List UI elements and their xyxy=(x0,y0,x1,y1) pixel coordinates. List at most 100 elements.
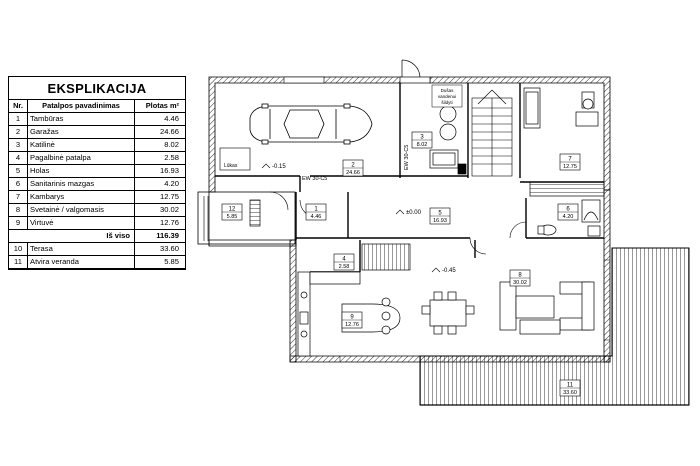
room7-furniture xyxy=(523,87,605,197)
room-number: 2 xyxy=(351,163,355,169)
room-labels: 224.6638.02712.75125.8514.46516.9364.204… xyxy=(221,131,581,397)
row-no: 9 xyxy=(9,216,28,230)
room-label-6: 64.20 xyxy=(557,203,579,221)
staircase xyxy=(471,89,513,177)
veranda-bench xyxy=(249,199,261,227)
hall-closet-shelving xyxy=(361,243,411,271)
header-area: Plotas m² xyxy=(134,100,185,113)
room-label-3: 38.02 xyxy=(411,131,433,149)
row-name: Tambūras xyxy=(27,112,135,126)
entrance-door xyxy=(399,59,431,84)
row-name: Katilinė xyxy=(27,138,135,152)
room-label-4: 42.58 xyxy=(333,253,355,271)
row-area: 8.02 xyxy=(134,138,185,152)
row-name: Garažas xyxy=(27,125,135,139)
row-no: 4 xyxy=(9,151,28,165)
level-living: -0.45 xyxy=(442,268,456,274)
level-marker-garage: -0.15 xyxy=(261,163,286,170)
room-label-5: 516.93 xyxy=(429,207,451,225)
sanitary-fixtures xyxy=(537,199,601,237)
header-no: Nr. xyxy=(9,100,28,113)
total-label: Iš viso xyxy=(9,229,135,243)
explication-table: EKSPLIKACIJA Nr. Patalpos pavadinimas Pl… xyxy=(8,76,186,270)
room-area: 4.46 xyxy=(311,214,322,220)
shower-tag-line3: šildyti xyxy=(441,100,452,105)
level-hall: ±0.00 xyxy=(406,210,422,216)
row-area: 12.75 xyxy=(134,190,185,204)
row-name: Holas xyxy=(27,164,135,178)
room-label-1: 14.46 xyxy=(305,203,327,221)
room-number: 11 xyxy=(567,383,574,389)
veranda-area xyxy=(197,191,296,245)
row-no: 1 xyxy=(9,112,28,126)
row-area: 4.46 xyxy=(134,112,185,126)
garage-tag: Lūkas xyxy=(224,163,238,169)
row-area: 12.76 xyxy=(134,216,185,230)
vent-tag-1: EW 30-C5 xyxy=(302,176,327,182)
row-name: Terasa xyxy=(27,242,135,256)
room-area: 5.85 xyxy=(227,214,238,220)
row-no: 3 xyxy=(9,138,28,152)
room-label-8: 830.02 xyxy=(509,269,531,287)
level-marker-hall: ±0.00 xyxy=(395,209,422,216)
row-area: 24.66 xyxy=(134,125,185,139)
car-icon xyxy=(249,103,373,145)
room-area: 12.75 xyxy=(563,164,577,170)
explication-header-row: Nr. Patalpos pavadinimas Plotas m² xyxy=(9,100,185,113)
room-area: 33.60 xyxy=(563,390,577,396)
room-number: 1 xyxy=(314,207,318,213)
dining-table xyxy=(421,291,475,335)
shower-heater-tag: Dušas vandenui šildyti xyxy=(431,84,463,108)
row-area: 2.58 xyxy=(134,151,185,165)
vent-tag-2: EW 30-C5 xyxy=(404,145,410,170)
room-area: 4.20 xyxy=(563,214,574,220)
row-no: 10 xyxy=(9,242,28,256)
outer-walls xyxy=(208,76,611,363)
room-area: 8.02 xyxy=(417,142,428,148)
room-number: 6 xyxy=(566,207,570,213)
level-marker-living: -0.45 xyxy=(431,267,456,274)
row-no: 5 xyxy=(9,164,28,178)
row-no: 7 xyxy=(9,190,28,204)
kitchen-counter xyxy=(297,271,401,357)
row-area: 33.60 xyxy=(134,242,185,256)
row-name: Virtuvė xyxy=(27,216,135,230)
row-no: 11 xyxy=(9,255,28,269)
row-name: Svetainė / valgomasis xyxy=(27,203,135,217)
room-area: 16.93 xyxy=(433,218,447,224)
row-area: 16.93 xyxy=(134,164,185,178)
shower-tag-line1: Dušas xyxy=(441,88,455,93)
row-name: Sanitarinis mazgas xyxy=(27,177,135,191)
room-number: 7 xyxy=(568,157,572,163)
row-name: Kambarys xyxy=(27,190,135,204)
row-no: 6 xyxy=(9,177,28,191)
row-area: 4.20 xyxy=(134,177,185,191)
level-garage: -0.15 xyxy=(272,164,286,170)
garage-wall-opening xyxy=(283,76,325,84)
room-area: 30.02 xyxy=(513,280,527,286)
room-label-12: 125.85 xyxy=(221,203,243,221)
terrace-area xyxy=(419,247,690,406)
row-area: 5.85 xyxy=(134,255,185,269)
total-area: 116.39 xyxy=(134,229,185,243)
shower-tag-line2: vandenui xyxy=(438,94,456,99)
room-label-2: 224.66 xyxy=(342,159,364,177)
room-number: 5 xyxy=(438,211,442,217)
row-no: 8 xyxy=(9,203,28,217)
header-name: Patalpos pavadinimas xyxy=(27,100,135,113)
